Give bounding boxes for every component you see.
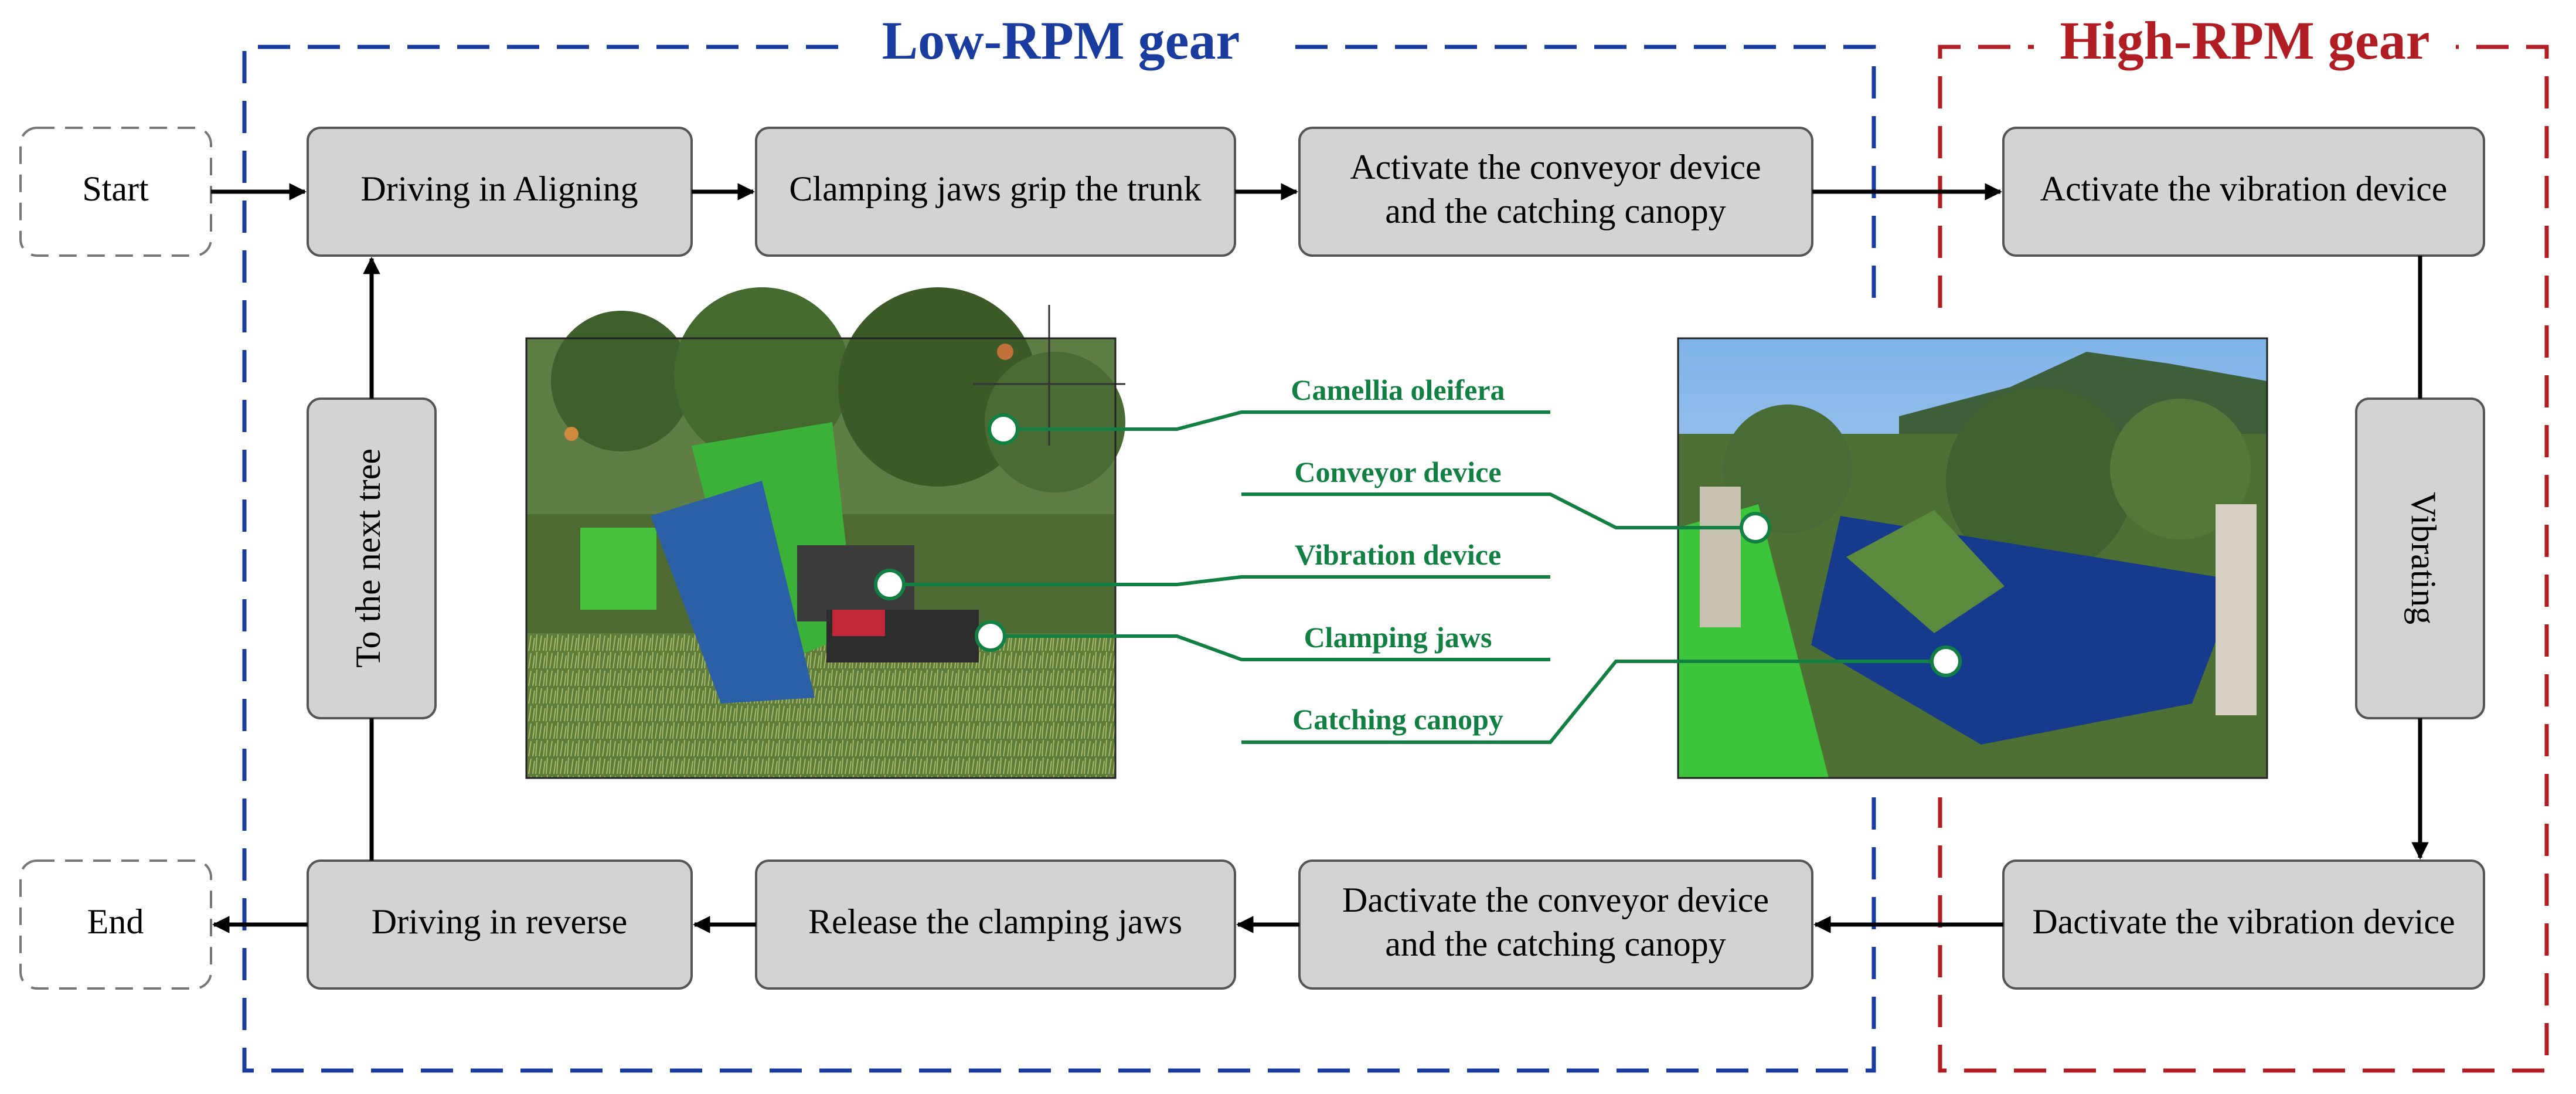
high-rpm-label: High-RPM gear xyxy=(2060,11,2429,70)
leader-vibration xyxy=(890,575,1550,586)
leader-conveyor xyxy=(1241,492,1755,529)
step-release-jaws: Release the clamping jaws xyxy=(755,859,1236,990)
marker-clamping xyxy=(975,620,1006,652)
low-rpm-label-mask xyxy=(838,13,1284,77)
step-vibrating-label: Vibrating xyxy=(2404,492,2443,624)
step-release-jaws-label: Release the clamping jaws xyxy=(808,902,1182,941)
step-clamp-grip: Clamping jaws grip the trunk xyxy=(755,127,1236,257)
step-deactivate-vibration-label: Dactivate the vibration device xyxy=(2032,902,2455,941)
end-label: End xyxy=(87,902,144,941)
step-driving-reverse: Driving in reverse xyxy=(307,859,693,990)
callout-conveyor: Conveyor device xyxy=(1294,456,1501,488)
callout-catching: Catching canopy xyxy=(1292,703,1503,736)
harvester-photo-left xyxy=(525,287,1125,779)
step-activate-conveyor-line2: and the catching canopy xyxy=(1385,192,1726,230)
high-rpm-label-mask xyxy=(2034,13,2456,77)
step-deactivate-conveyor: Dactivate the conveyor device and the ca… xyxy=(1298,859,1813,990)
high-rpm-frame-border xyxy=(1938,45,2549,1073)
step-next-tree-label: To the next tree xyxy=(349,449,387,668)
low-rpm-group: Low-RPM gear xyxy=(242,11,1876,1073)
step-activate-conveyor: Activate the conveyor device and the cat… xyxy=(1298,127,1813,257)
harvester-photo-right xyxy=(1677,337,2268,779)
step-deactivate-conveyor-line1: Dactivate the conveyor device xyxy=(1342,881,1769,919)
step-deactivate-vibration: Dactivate the vibration device xyxy=(2002,859,2485,990)
step-activate-vibration-label: Activate the vibration device xyxy=(2040,169,2448,208)
marker-vibration xyxy=(874,569,906,600)
step-next-tree: To the next tree xyxy=(307,397,437,719)
step-activate-conveyor-line1: Activate the conveyor device xyxy=(1350,148,1761,186)
leader-catching xyxy=(1241,660,1946,744)
step-vibrating: Vibrating xyxy=(2355,397,2485,719)
callout-camellia: Camellia oleifera xyxy=(1291,373,1505,406)
step-clamp-grip-label: Clamping jaws grip the trunk xyxy=(789,169,1201,208)
callout-clamping: Clamping jaws xyxy=(1304,621,1492,654)
callout-vibration: Vibration device xyxy=(1295,538,1501,571)
callout-leaders xyxy=(890,410,1946,744)
step-driving-aligning-label: Driving in Aligning xyxy=(360,169,638,208)
flow-arrows xyxy=(211,183,2429,933)
leader-clamping xyxy=(991,634,1550,661)
callout-markers xyxy=(874,413,1962,677)
high-rpm-group: High-RPM gear xyxy=(1938,11,2549,1073)
low-rpm-frame-border xyxy=(242,45,1876,1073)
end-terminal: End xyxy=(19,859,212,990)
start-terminal: Start xyxy=(19,127,212,257)
step-deactivate-conveyor-line2: and the catching canopy xyxy=(1385,925,1726,963)
marker-catching xyxy=(1930,645,1962,677)
step-driving-aligning: Driving in Aligning xyxy=(307,127,693,257)
marker-conveyor xyxy=(1740,512,1771,543)
step-activate-vibration: Activate the vibration device xyxy=(2002,127,2485,257)
step-driving-reverse-label: Driving in reverse xyxy=(372,902,628,941)
low-rpm-label: Low-RPM gear xyxy=(882,11,1240,70)
callout-labels: Camellia oleifera Conveyor device Vibrat… xyxy=(1291,373,1505,736)
marker-camellia xyxy=(988,413,1019,445)
start-label: Start xyxy=(82,169,149,208)
leader-camellia xyxy=(1003,410,1550,431)
